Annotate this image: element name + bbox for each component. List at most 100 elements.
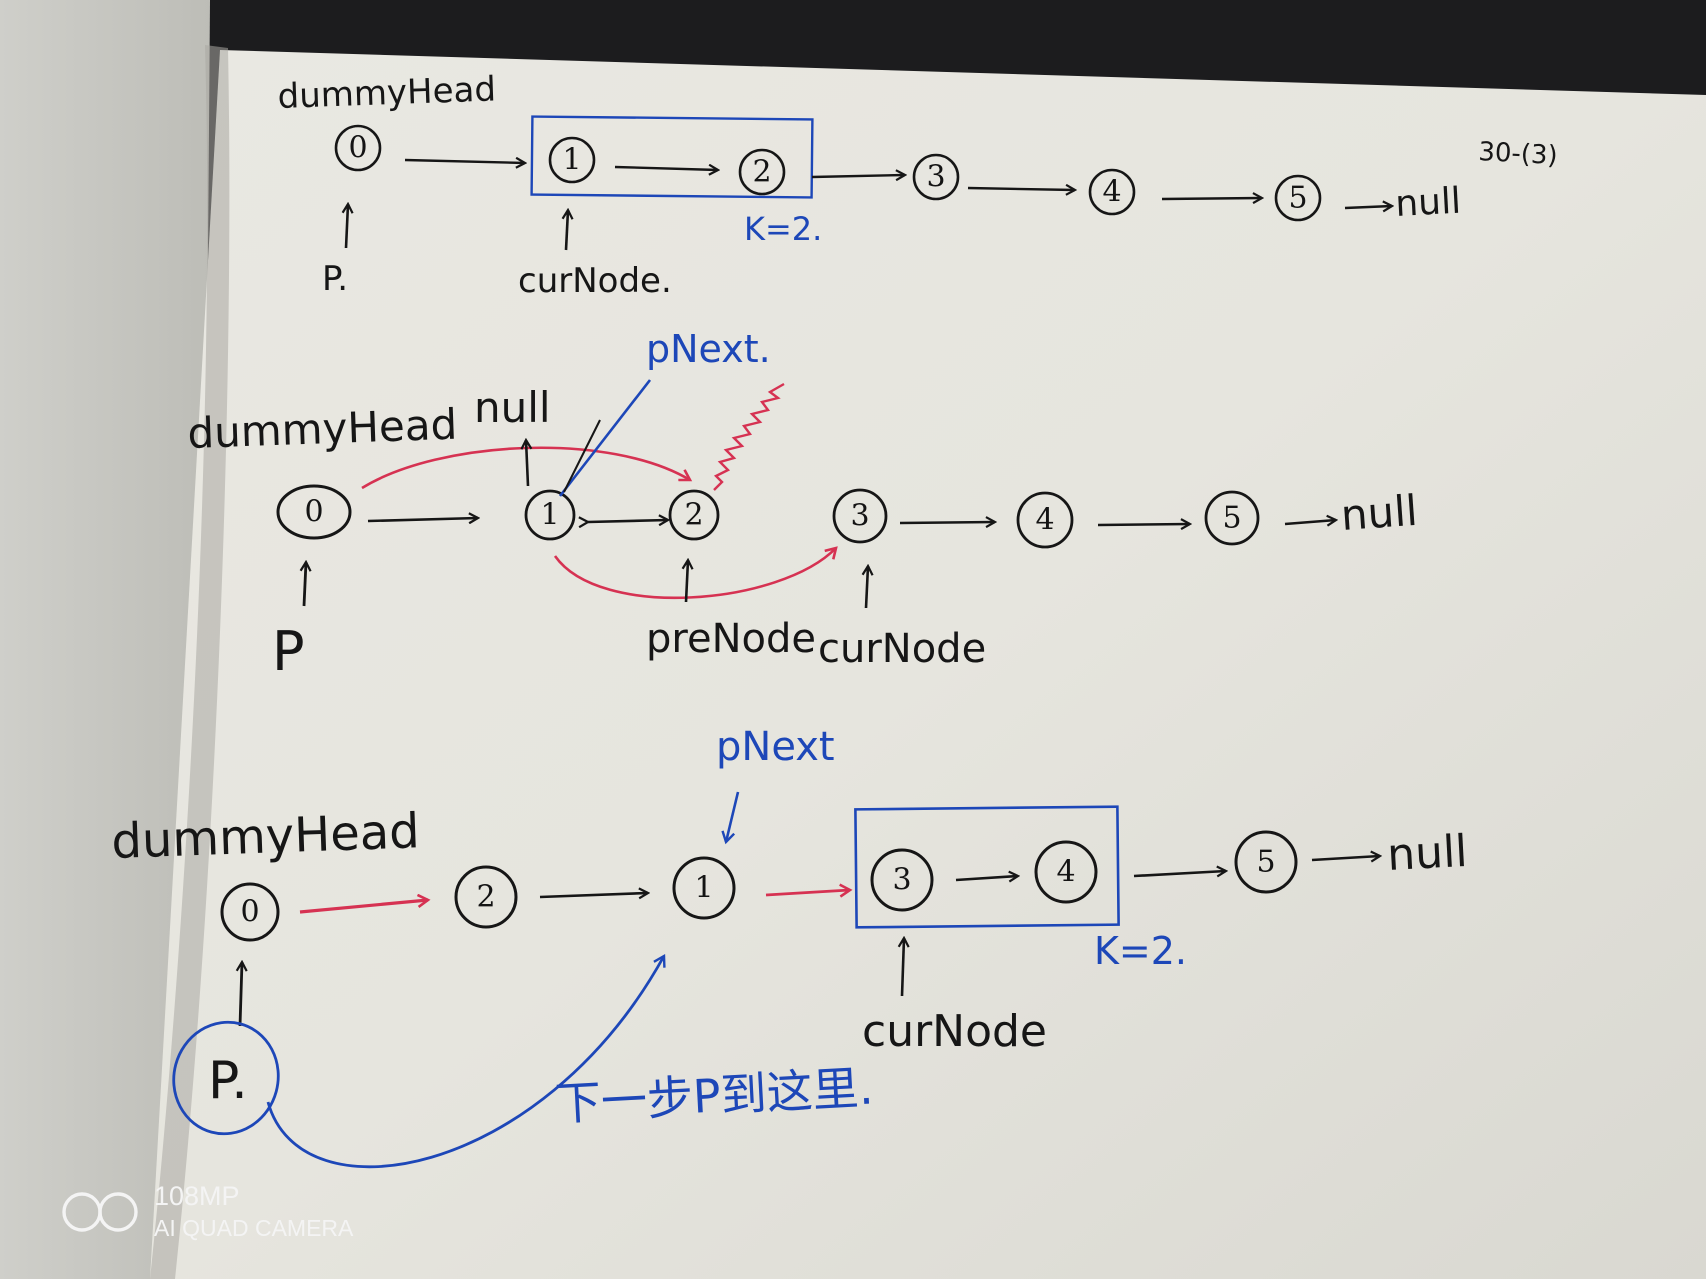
d2-node-1-label: 1 [540, 498, 559, 533]
d2-red-arc-1-to-3 [553, 548, 836, 600]
d2-node-0-label: 0 [304, 495, 323, 530]
d2-cur-label: curNode [818, 626, 986, 672]
d3-arrow-2-1 [539, 893, 648, 897]
d3-next-step-curve [266, 956, 664, 1169]
d3-cur-label: curNode [862, 1006, 1047, 1057]
page-fold-shadow [150, 45, 230, 1279]
diagram-2: dummyHead null pNext. 0 1 2 3 4 5 [187, 327, 1419, 683]
d3-node-4-label: 4 [1056, 855, 1075, 890]
d1-node-4-label: 4 [1102, 175, 1121, 210]
d1-cur-label: curNode. [518, 261, 672, 301]
d2-node-3: 3 [832, 488, 888, 544]
d3-head-label: dummyHead [110, 803, 420, 870]
d1-arrow-4-5 [1161, 198, 1262, 199]
d1-arrow-3-4 [967, 188, 1075, 190]
d2-arrow-0-1 [367, 518, 478, 521]
watermark-line1: 108MP [154, 1181, 240, 1211]
d1-k-group-box [530, 115, 814, 199]
d1-cur-pointer-arrow [566, 210, 568, 251]
d3-k-label: K=2. [1094, 929, 1187, 973]
d2-arrow-5-null [1284, 520, 1336, 524]
d3-red-arrow-1-3 [765, 890, 850, 895]
right-page [150, 50, 1706, 1279]
d3-node-3: 3 [870, 848, 934, 912]
d3-arrow-3-4 [955, 876, 1018, 880]
d2-p-label: P [272, 620, 305, 683]
d1-node-1: 1 [548, 136, 596, 184]
d3-node-1-label: 1 [694, 871, 713, 906]
d1-node-5: 5 [1274, 174, 1322, 222]
d2-pre-label: preNode [646, 616, 816, 662]
watermark-logo-icon-2 [98, 1192, 138, 1232]
d1-arrow-2-3 [811, 175, 905, 177]
d2-null-above-label: null [474, 383, 551, 432]
d1-node-0: 0 [334, 124, 382, 172]
d1-node-2: 2 [738, 148, 786, 196]
d2-node-2: 2 [668, 489, 720, 541]
d2-arrow-1-2-back [588, 520, 668, 522]
d3-node-5: 5 [1234, 830, 1298, 894]
d1-node-5-label: 5 [1288, 181, 1307, 216]
d3-node-3-label: 3 [892, 863, 911, 898]
d2-pnext-label: pNext. [646, 327, 771, 371]
d1-arrow-1-2 [614, 167, 718, 170]
d2-node-4: 4 [1016, 491, 1074, 549]
d1-corner-note: 30-(3) [1478, 137, 1559, 171]
d2-pnext-pointer-line [558, 379, 652, 497]
d3-p-label: P. [208, 1051, 248, 1111]
d1-arrow-5-null [1344, 206, 1392, 208]
d3-p-circle [172, 1020, 280, 1136]
d2-node-4-label: 4 [1035, 503, 1054, 538]
d2-node-0: 0 [276, 484, 352, 540]
d3-node-0: 0 [220, 882, 280, 942]
diagram-1: dummyHead 0 1 2 3 4 5 [277, 69, 1558, 301]
d1-null-label: null [1394, 181, 1462, 225]
d3-p-pointer-arrow [240, 962, 242, 1027]
d1-p-pointer-arrow [346, 204, 348, 249]
d3-red-arrow-0-2 [299, 900, 428, 914]
d3-node-0-label: 0 [240, 895, 259, 930]
d3-node-4: 4 [1034, 840, 1098, 904]
d2-node-1: 1 [524, 489, 576, 541]
d3-arrow-5-null [1311, 856, 1380, 860]
d2-node-5: 5 [1204, 490, 1260, 546]
d2-pre-pointer-arrow [686, 560, 688, 603]
d2-node-2-label: 2 [684, 498, 703, 533]
d1-node-0-label: 0 [348, 131, 367, 166]
d2-arrow-4-5 [1097, 524, 1190, 525]
d2-null-pointer-arrow [526, 440, 528, 487]
d2-pnext-pointer-line-dark [563, 419, 601, 493]
d2-null-label: null [1339, 486, 1419, 540]
d1-arrow-0-1 [404, 160, 525, 163]
d3-node-2-label: 2 [476, 880, 495, 915]
d2-p-pointer-arrow [304, 562, 306, 607]
d1-node-3: 3 [912, 153, 960, 201]
d3-pnext-label: pNext [716, 724, 835, 770]
d3-k-group-box [854, 805, 1120, 929]
d1-k-label: K=2. [744, 210, 822, 248]
d2-red-scribble-crossout [713, 382, 785, 491]
d3-node-2: 2 [454, 865, 518, 929]
d2-cur-pointer-arrow [866, 566, 868, 609]
d2-arrow-3-4 [899, 522, 995, 523]
d1-node-3-label: 3 [926, 160, 945, 195]
d3-pnext-pointer-arrow [726, 791, 740, 842]
d1-node-1-label: 1 [562, 143, 581, 178]
d3-node-1: 1 [672, 856, 736, 920]
d1-node-4: 4 [1088, 168, 1136, 216]
d3-null-label: null [1386, 826, 1469, 881]
d2-node-3-label: 3 [850, 499, 869, 534]
d1-node-2-label: 2 [752, 155, 771, 190]
left-page [0, 0, 210, 1279]
d2-head-label: dummyHead [187, 400, 458, 458]
d3-cur-pointer-arrow [902, 938, 904, 997]
d3-node-5-label: 5 [1256, 845, 1275, 880]
watermark-line2: AI QUAD CAMERA [154, 1215, 354, 1241]
d1-head-label: dummyHead [277, 69, 497, 117]
d1-p-label: P. [322, 259, 348, 299]
d3-arrow-4-5 [1133, 871, 1226, 876]
camera-watermark: 108MP AI QUAD CAMERA [62, 1181, 354, 1241]
diagram-3: pNext dummyHead 0 2 1 3 4 [110, 724, 1469, 1169]
d2-node-5-label: 5 [1222, 501, 1241, 536]
